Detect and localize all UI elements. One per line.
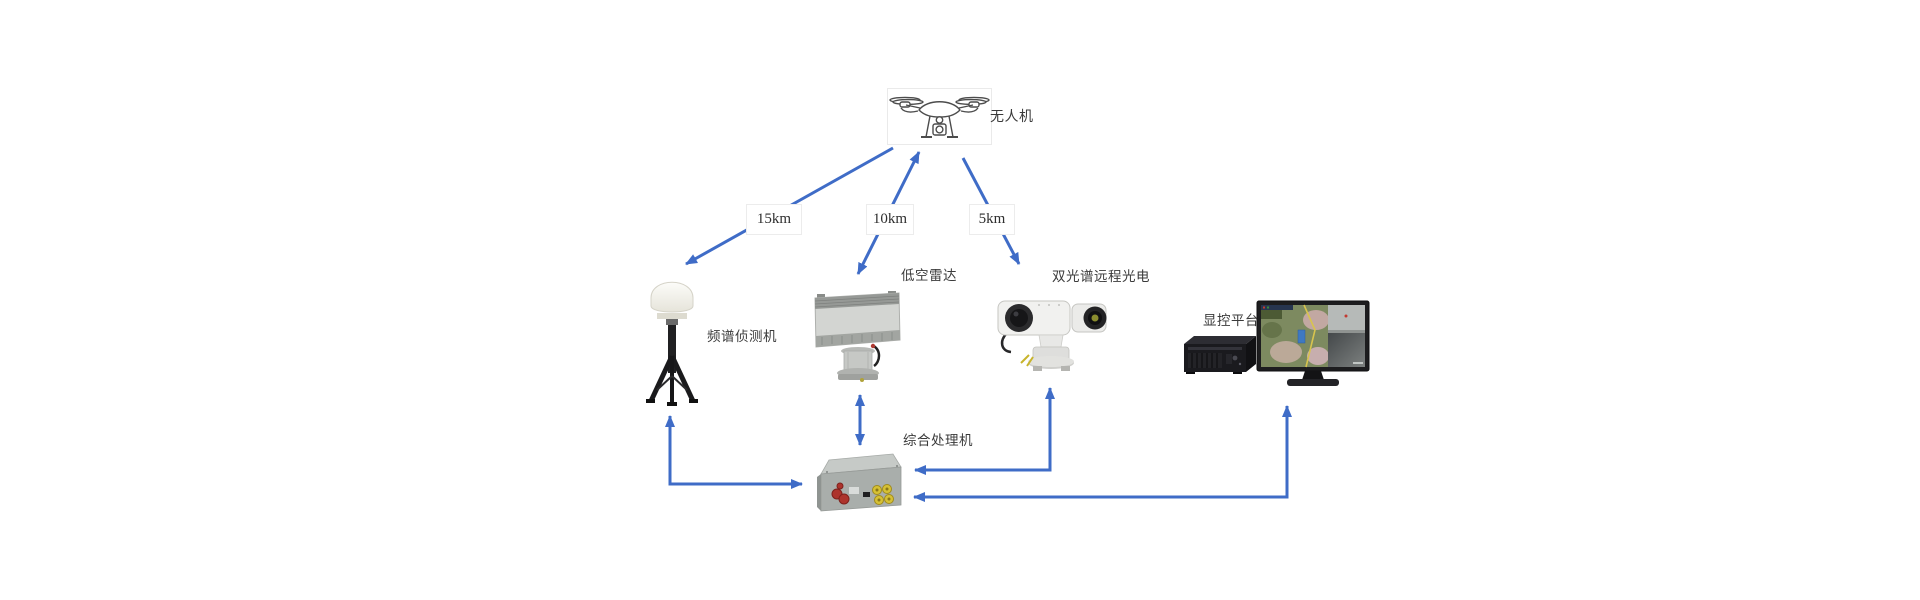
drone-icon bbox=[889, 96, 990, 138]
link-detector-processor bbox=[665, 415, 803, 489]
computer-case-image bbox=[1178, 334, 1258, 375]
optoelectronic-camera-image bbox=[995, 289, 1110, 382]
radar-label: 低空雷达 bbox=[901, 268, 957, 283]
processor-image bbox=[813, 450, 905, 513]
processor-label: 综合处理机 bbox=[903, 433, 973, 448]
link-optoelectronic-processor bbox=[914, 387, 1055, 475]
radar-image bbox=[812, 290, 902, 386]
optoelectronic-label: 双光谱远程光电 bbox=[1052, 269, 1150, 284]
monitor-image bbox=[1256, 300, 1370, 388]
drone-label: 无人机 bbox=[990, 110, 1034, 125]
distance-label-15km: 15km bbox=[746, 204, 802, 235]
drone-image-box bbox=[887, 88, 992, 145]
spectrum-detector-image bbox=[641, 268, 703, 410]
distance-label-10km: 10km bbox=[866, 204, 914, 235]
display-platform-label: 显控平台 bbox=[1203, 313, 1259, 328]
link-display-processor bbox=[913, 405, 1292, 502]
distance-label-5km: 5km bbox=[969, 204, 1015, 235]
spectrum-detector-label: 频谱侦测机 bbox=[707, 329, 777, 344]
